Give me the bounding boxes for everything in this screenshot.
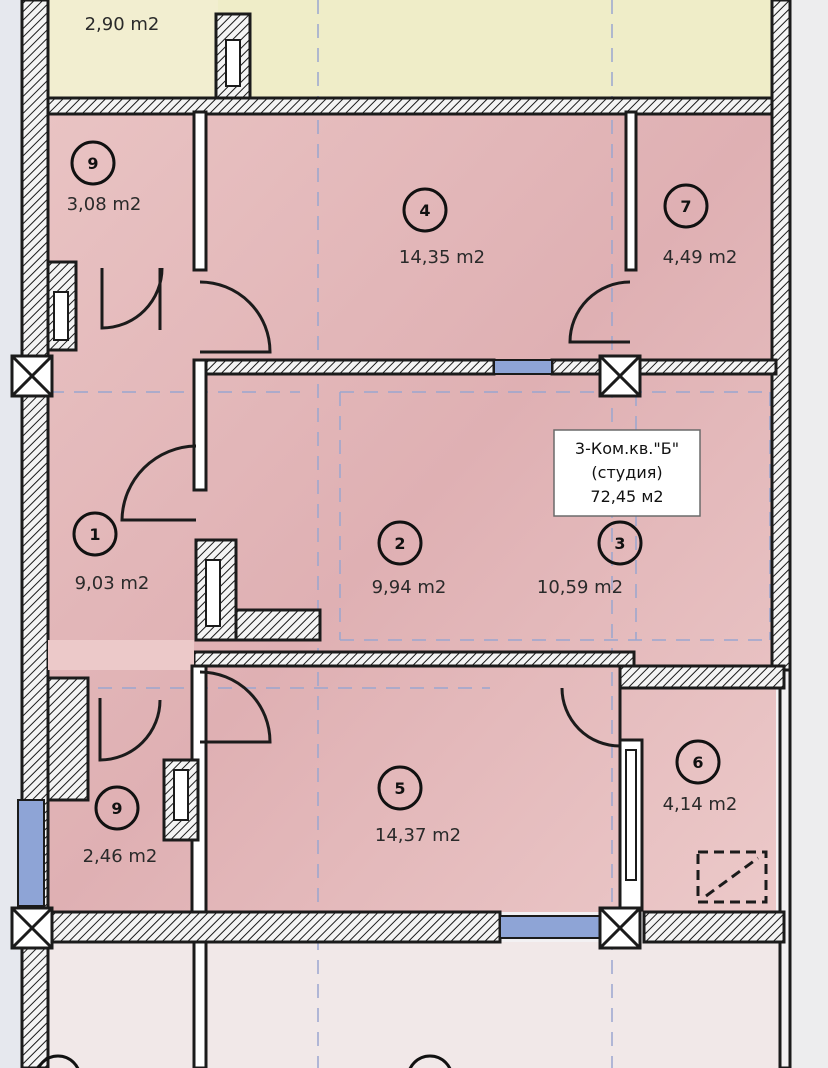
room-8-area: 3,08 m2 xyxy=(67,194,142,215)
room-3-marker xyxy=(597,520,643,566)
room-labels: 9 3,08 m2 4 14,35 m2 7 4,49 m2 1 9,03 m2… xyxy=(67,14,738,867)
apartment-total-area: 72,45 м2 xyxy=(590,487,663,506)
room-6-label: 6 4,14 m2 xyxy=(663,739,738,815)
room-6-area: 4,14 m2 xyxy=(663,794,738,815)
room-4-marker xyxy=(402,187,448,233)
room-2-area: 9,94 m2 xyxy=(372,577,447,598)
left-margin xyxy=(0,0,22,1068)
neighbor-room-left xyxy=(48,0,218,98)
room-5-number: 5 xyxy=(394,779,405,798)
room-7-marker xyxy=(663,183,709,229)
room-5-marker xyxy=(377,765,423,811)
apartment-title-box: 3-Ком.кв."Б" (студия) 72,45 м2 xyxy=(553,429,701,517)
room-2-marker xyxy=(377,520,423,566)
room-4-area: 14,35 m2 xyxy=(399,247,485,268)
room-2-label: 2 9,94 m2 xyxy=(372,520,447,598)
windows xyxy=(17,359,601,939)
next-room-markers xyxy=(36,1054,452,1068)
room-1-marker xyxy=(72,511,118,557)
room-fill-bottom xyxy=(48,942,784,1068)
room-3-area: 10,59 m2 xyxy=(537,577,623,598)
shaft-marker xyxy=(696,850,768,904)
room-1-label: 1 9,03 m2 xyxy=(72,511,150,594)
room-9-area: 2,46 m2 xyxy=(83,846,158,867)
room-8-label: 9 3,08 m2 xyxy=(67,140,142,215)
room-7-area: 4,49 m2 xyxy=(663,247,738,268)
room-5-label: 5 14,37 m2 xyxy=(375,765,461,846)
room-5-area: 14,37 m2 xyxy=(375,825,461,846)
room-8-number: 9 xyxy=(87,154,98,173)
apartment-name: 3-Ком.кв."Б" xyxy=(575,439,679,458)
room-6-marker xyxy=(675,739,721,785)
neighbor-area: 2,90 m2 xyxy=(85,14,160,35)
room-2-number: 2 xyxy=(394,534,405,553)
room-4-label: 4 14,35 m2 xyxy=(399,187,485,268)
room-8-marker xyxy=(70,140,116,186)
room-9-marker xyxy=(94,785,140,831)
right-margin xyxy=(790,0,828,1068)
room-4-number: 4 xyxy=(419,201,430,220)
doors xyxy=(98,267,631,762)
room-6-number: 6 xyxy=(692,753,703,772)
room-7-label: 7 4,49 m2 xyxy=(663,183,738,268)
ventilation-shafts xyxy=(10,354,642,950)
room-9-number: 9 xyxy=(111,799,122,818)
room-3-label: 3 10,59 m2 xyxy=(537,520,643,598)
room-7-number: 7 xyxy=(680,197,691,216)
room-9-label: 9 2,46 m2 xyxy=(83,785,158,867)
room-1-area: 9,03 m2 xyxy=(75,573,150,594)
room-3-number: 3 xyxy=(614,534,625,553)
room-1-number: 1 xyxy=(89,525,100,544)
apartment-type: (студия) xyxy=(591,463,662,482)
